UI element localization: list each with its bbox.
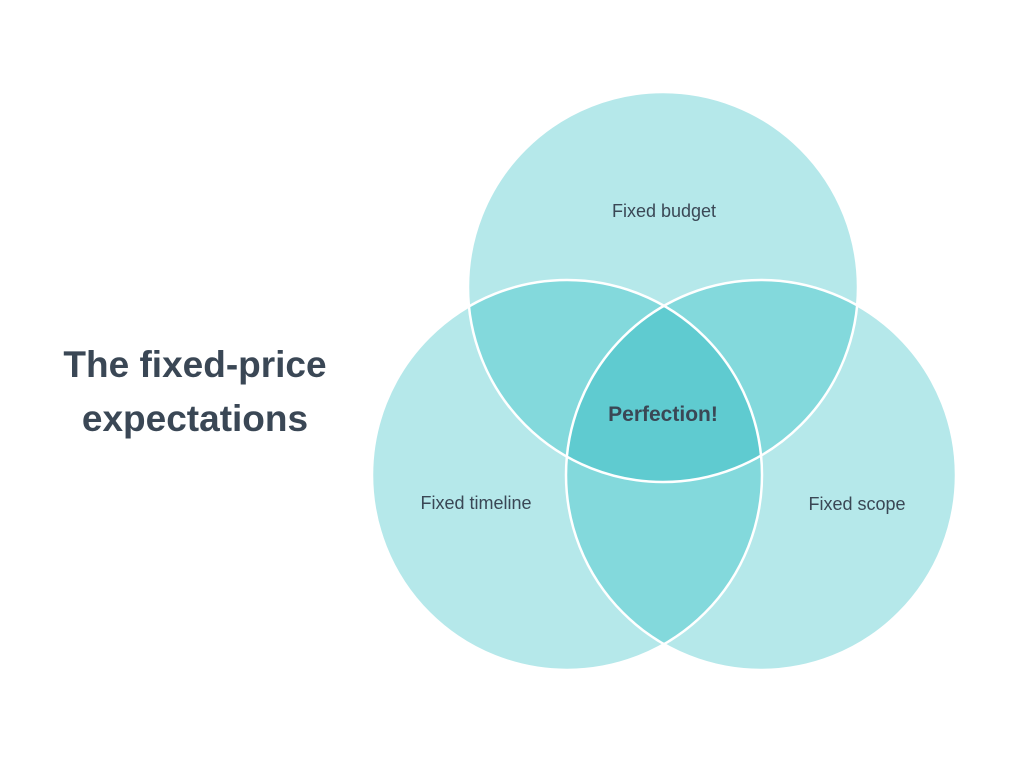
circle-outlines (370, 90, 958, 672)
label-fixed-budget: Fixed budget (612, 201, 716, 221)
label-fixed-timeline: Fixed timeline (420, 493, 531, 513)
label-fixed-scope: Fixed scope (808, 494, 905, 514)
diagram-title: The fixed-price expectations (40, 338, 350, 446)
title-line-2: expectations (81, 398, 309, 439)
label-perfection: Perfection! (608, 403, 718, 426)
title-line-1: The fixed-price (63, 344, 327, 385)
